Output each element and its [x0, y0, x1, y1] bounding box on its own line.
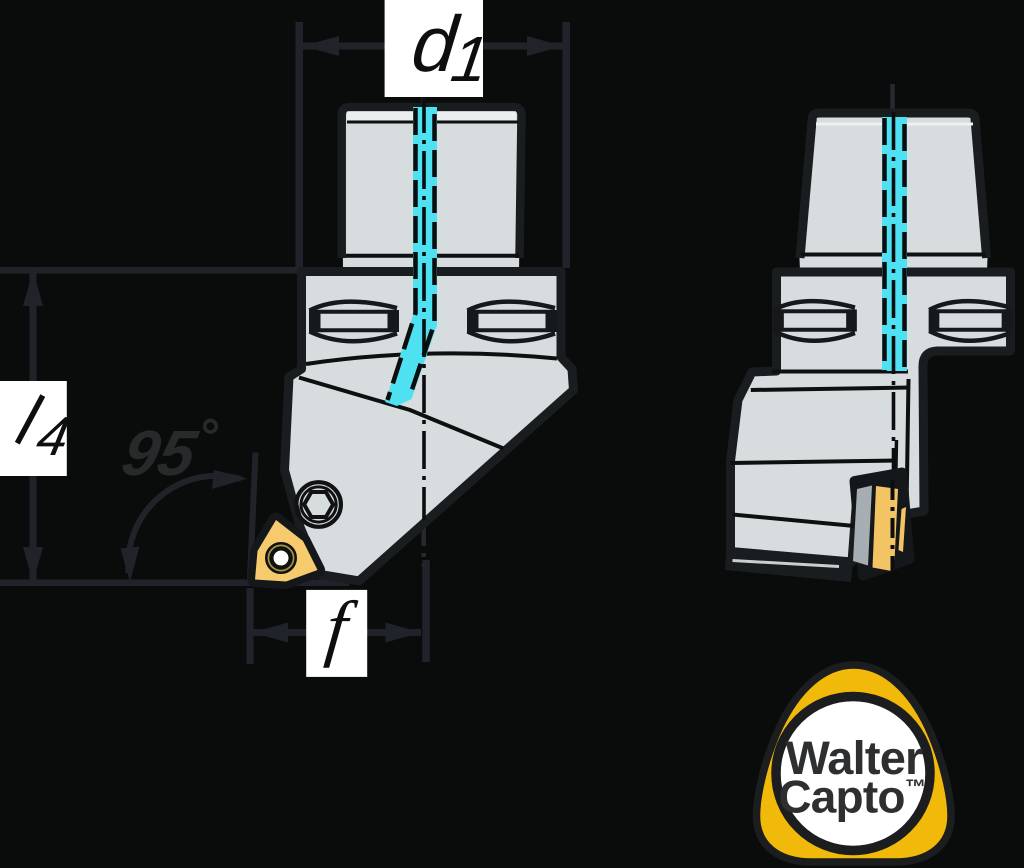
- svg-text:™: ™: [905, 776, 926, 799]
- svg-text:Walter: Walter: [785, 731, 923, 784]
- svg-text:95: 95: [116, 417, 204, 489]
- svg-text:Capto: Capto: [778, 771, 904, 823]
